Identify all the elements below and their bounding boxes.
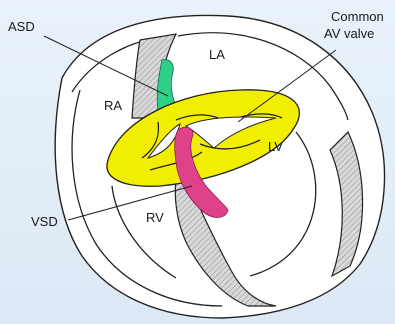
common-av-valve-label-line2: AV valve (324, 26, 374, 41)
common-av-valve-label-line1: Common (331, 9, 384, 24)
la-label: LA (209, 47, 225, 62)
asd-label: ASD (8, 19, 35, 34)
lv-label: LV (268, 139, 283, 154)
ra-label: RA (104, 98, 122, 113)
rv-label: RV (146, 210, 164, 225)
vsd-label: VSD (31, 214, 58, 229)
